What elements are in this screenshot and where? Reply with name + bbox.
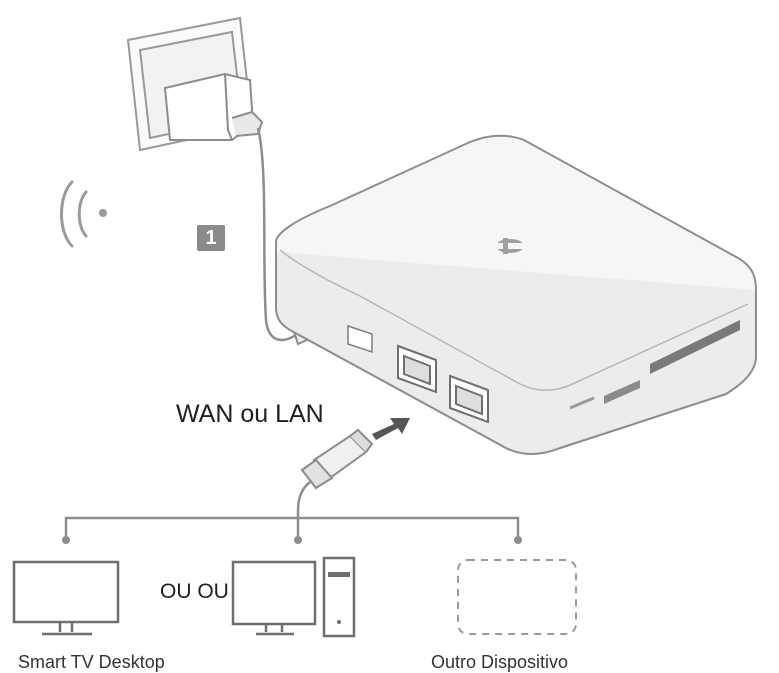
devices-label-right: Outro Dispositivo: [431, 652, 569, 672]
desktop-monitor-icon: [231, 560, 317, 636]
pc-tower-icon: [322, 556, 356, 638]
usb-port-icon: [347, 324, 373, 354]
network-cable: [64, 481, 520, 538]
connection-dots: [62, 536, 522, 544]
arrow-icon: [372, 418, 410, 440]
power-cable: [256, 127, 297, 342]
other-device-icon: [457, 559, 577, 635]
ethernet-port-icon: [449, 374, 489, 424]
connection-label: WAN ou LAN: [176, 400, 324, 428]
alternative-label: OU OU: [160, 580, 229, 603]
ethernet-port-icon: [397, 344, 437, 394]
tv-icon: [12, 560, 120, 636]
router-logo-icon: [496, 238, 524, 254]
devices-label-left: Smart TV Desktop: [18, 652, 165, 672]
step-badge: 1: [197, 225, 225, 251]
wifi-signal-icon: [60, 180, 107, 248]
router-device-icon: [275, 134, 757, 455]
power-adapter-icon: [163, 72, 264, 141]
ethernet-plug-icon: [300, 428, 374, 490]
